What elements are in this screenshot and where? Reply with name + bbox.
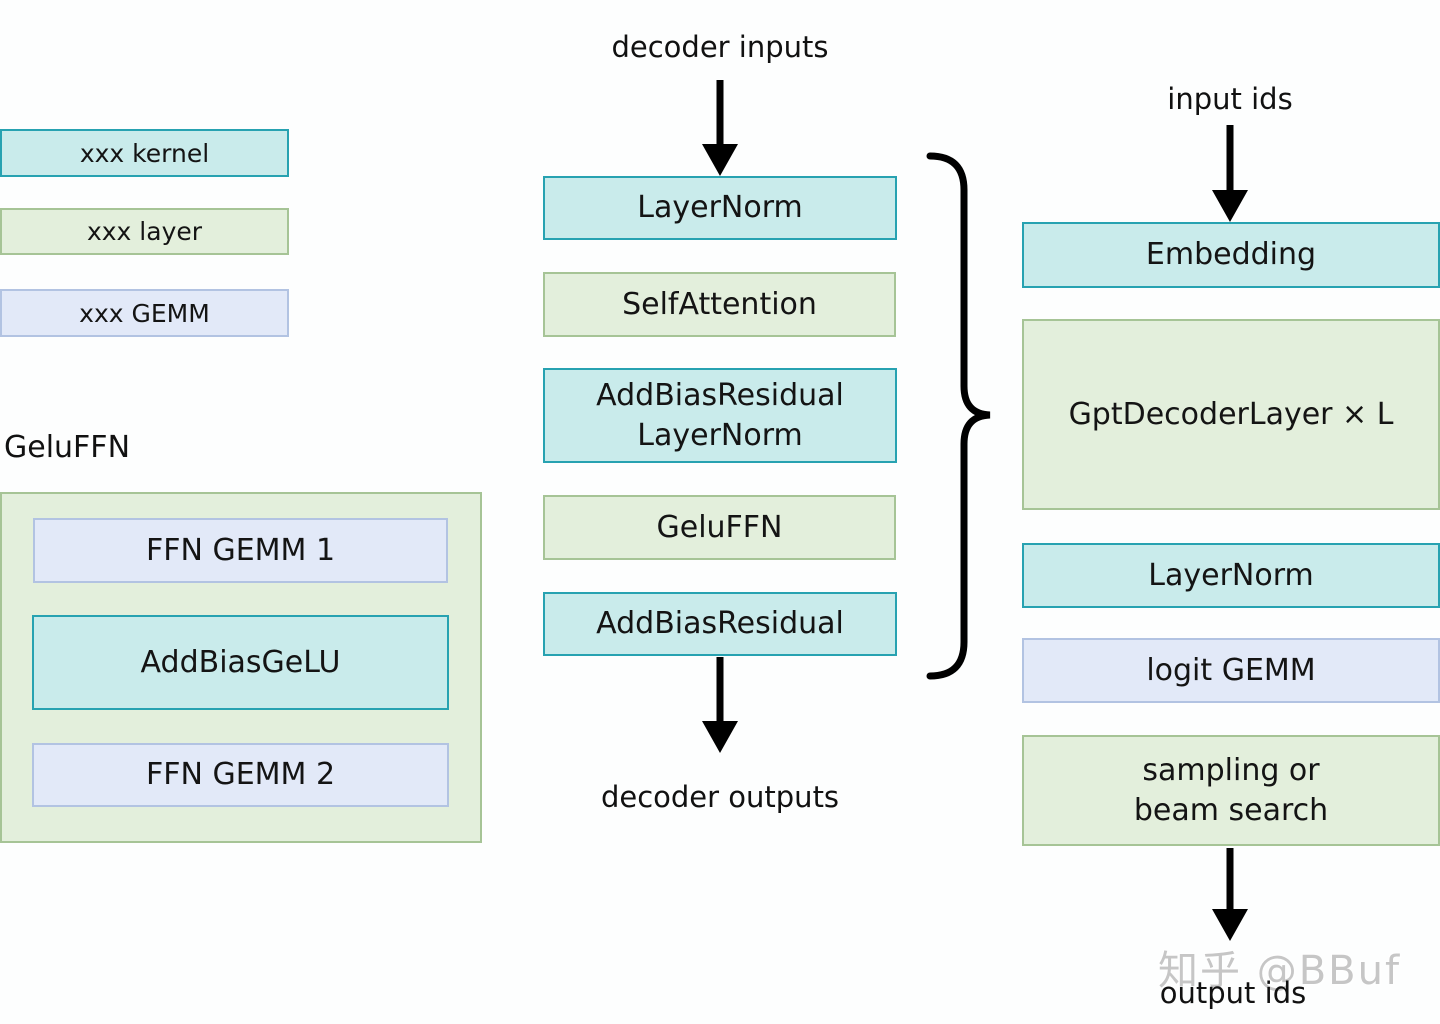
decoder-inputs-label: decoder inputs: [611, 30, 829, 64]
arrow-down-icon: [1212, 848, 1248, 941]
box-geluffn: GeluFFN: [543, 495, 896, 560]
curly-brace-icon: [926, 152, 991, 680]
decoder-inputs-arrow: [698, 80, 742, 180]
box-final-layernorm: LayerNorm: [1022, 543, 1440, 608]
legend-item-layer: xxx layer: [0, 208, 289, 255]
arrow-down-icon: [1212, 125, 1248, 222]
input-ids-label: input ids: [1167, 82, 1293, 116]
output-ids-arrow: [1208, 848, 1252, 945]
box-addbiasgelu: AddBiasGeLU: [32, 615, 449, 710]
geluffn-group-title: GeluFFN: [4, 430, 131, 465]
box-ffn-gemm-2: FFN GEMM 2: [32, 743, 449, 807]
legend-item-kernel: xxx kernel: [0, 129, 289, 177]
box-ffn-gemm-1: FFN GEMM 1: [33, 518, 448, 583]
arrow-down-icon: [702, 657, 738, 753]
decoder-layer-brace: [918, 146, 1000, 690]
decoder-outputs-label: decoder outputs: [600, 780, 840, 814]
box-layernorm: LayerNorm: [543, 176, 897, 240]
box-gptdecoderlayer: GptDecoderLayer × L: [1022, 319, 1440, 510]
output-ids-label: output ids: [1159, 976, 1307, 1010]
decoder-outputs-arrow: [698, 657, 742, 757]
box-addbiasresidual-layernorm: AddBiasResidual LayerNorm: [543, 368, 897, 463]
arrow-down-icon: [702, 80, 738, 176]
box-selfattention: SelfAttention: [543, 272, 896, 337]
watermark: 知乎 @BBuf: [1158, 948, 1402, 994]
legend-item-gemm: xxx GEMM: [0, 289, 289, 337]
input-ids-arrow: [1208, 125, 1252, 226]
box-addbiasresidual: AddBiasResidual: [543, 592, 897, 656]
box-logit-gemm: logit GEMM: [1022, 638, 1440, 703]
box-embedding: Embedding: [1022, 222, 1440, 288]
box-sampling-beam-search: sampling or beam search: [1022, 735, 1440, 846]
